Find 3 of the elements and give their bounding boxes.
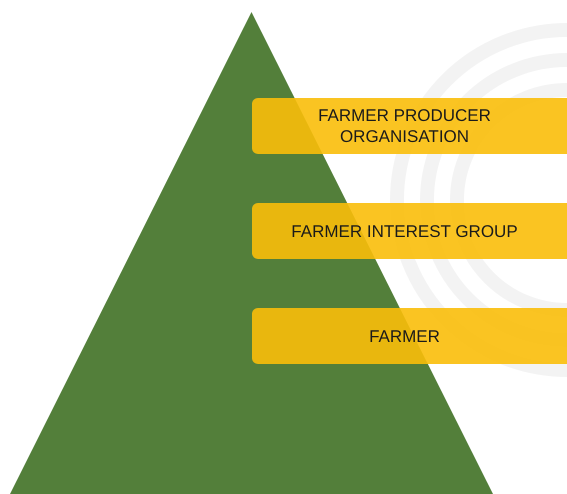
level-label-box: FARMER PRODUCER ORGANISATION	[252, 98, 567, 154]
level-label-box: FARMER INTEREST GROUP	[252, 203, 567, 259]
level-label-box: FARMER	[252, 308, 567, 364]
